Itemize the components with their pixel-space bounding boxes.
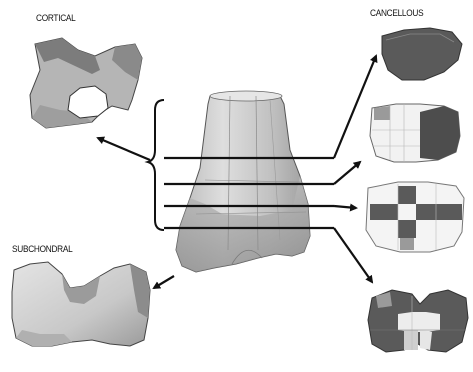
cancellous-section-3	[366, 182, 464, 252]
cancellous-section-1	[382, 28, 462, 80]
cancellous-section-2	[370, 104, 460, 162]
femur-model	[176, 91, 310, 272]
arrow-to-subchondral	[154, 276, 174, 288]
label-cancellous: CANCELLOUS	[370, 8, 423, 18]
cancellous-section-4	[368, 290, 468, 352]
arrow-to-cortical	[98, 138, 150, 160]
arrow-to-cancellous-4	[334, 228, 372, 282]
label-subchondral: SUBCHONDRAL	[12, 244, 72, 254]
arrow-to-cancellous-2	[334, 162, 360, 184]
label-cortical: CORTICAL	[36, 13, 76, 23]
arrow-to-cancellous-1	[334, 56, 376, 158]
subchondral-section	[12, 262, 150, 346]
cortical-section	[30, 38, 142, 128]
section-bracket	[148, 100, 164, 230]
arrow-to-cancellous-3	[334, 206, 356, 208]
